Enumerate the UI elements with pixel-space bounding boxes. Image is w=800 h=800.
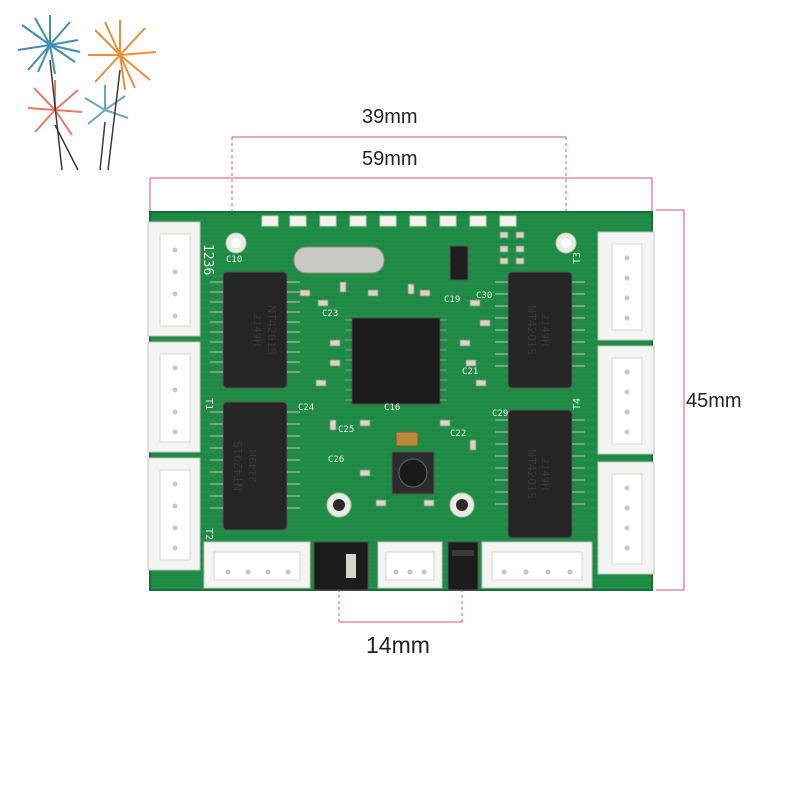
power-inductor xyxy=(391,451,435,495)
firework-blue xyxy=(17,15,81,75)
ref-c24: C24 xyxy=(298,403,314,413)
ref-c23: C23 xyxy=(322,309,338,319)
connector-right-3 xyxy=(597,461,655,575)
transformer-bottom-right xyxy=(495,409,585,539)
mounting-holes xyxy=(225,232,577,518)
left-header-label: 1236 xyxy=(200,244,215,275)
transformer-tr-code: 2149H xyxy=(539,314,550,347)
diode-right xyxy=(447,541,479,591)
dimension-label-hole-spacing: 14mm xyxy=(366,632,430,658)
port-label-t4: T4 xyxy=(572,398,583,410)
ref-c21: C21 xyxy=(462,367,478,377)
transformer-tl-code: 2149H xyxy=(251,314,262,347)
ref-c30: C30 xyxy=(476,291,492,301)
ref-c26: C26 xyxy=(328,455,344,465)
transformer-bl-part: NT4201S xyxy=(232,441,245,491)
transformer-top-left xyxy=(210,271,300,389)
firework-stems xyxy=(49,59,121,171)
connector-left-3 xyxy=(147,457,201,571)
dimension-label-outer-width: 59mm xyxy=(362,148,418,170)
dimension-label-inner-width: 39mm xyxy=(362,106,418,128)
transformer-top-right xyxy=(495,271,585,389)
tantalum-capacitor xyxy=(395,431,419,447)
connector-bottom-right xyxy=(481,541,593,589)
transformer-br-part: NT4201S xyxy=(525,449,538,499)
transformer-br-code: 2149H xyxy=(539,458,550,491)
ref-c29: C29 xyxy=(492,409,508,419)
firework-pink xyxy=(27,80,83,136)
firework-orange xyxy=(88,20,157,91)
connector-left-1 xyxy=(147,221,201,337)
connector-left-2 xyxy=(147,341,201,453)
connector-right-1 xyxy=(597,231,655,341)
ref-c16: C16 xyxy=(384,403,400,413)
ref-c22: C22 xyxy=(450,429,466,439)
transformer-bl-code: 2149H xyxy=(248,450,259,483)
port-label-t3: T3 xyxy=(572,252,583,264)
fireworks-graphic xyxy=(17,15,157,171)
connector-bottom-left xyxy=(203,541,311,589)
regulator-ic xyxy=(449,245,469,281)
port-label-t2: T2 xyxy=(203,528,214,540)
transformer-tl-part: NT4201S xyxy=(265,305,278,355)
crystal-oscillator xyxy=(293,246,385,274)
ref-c25: C25 xyxy=(338,425,354,435)
connector-right-2 xyxy=(597,345,655,455)
transformer-bottom-left xyxy=(210,401,300,531)
transformer-tr-part: NT4201S xyxy=(525,305,538,355)
dimension-label-height: 45mm xyxy=(686,390,742,412)
smd-components xyxy=(299,231,525,507)
port-label-t1: T1 xyxy=(203,398,214,410)
ref-c10: C10 xyxy=(226,255,242,265)
connector-bottom-middle xyxy=(377,541,443,589)
ref-c19: C19 xyxy=(444,295,460,305)
switch-controller-chip xyxy=(345,317,447,405)
firework-teal xyxy=(84,85,129,125)
led-row xyxy=(261,215,517,227)
diode-left xyxy=(313,541,369,591)
